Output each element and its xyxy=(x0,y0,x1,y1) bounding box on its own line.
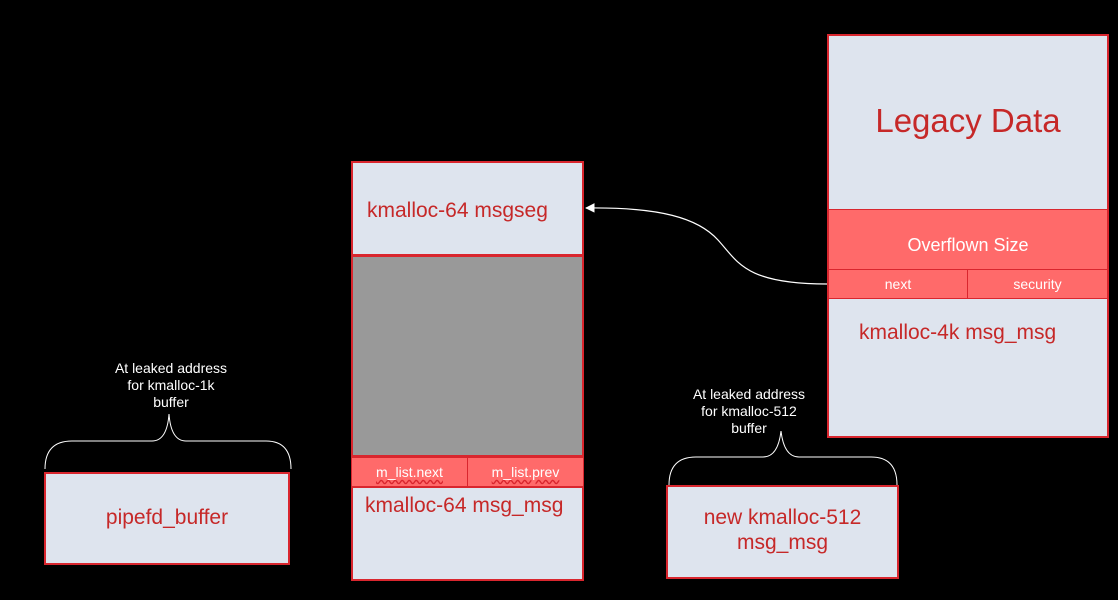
pipefd-buffer-label: pipefd_buffer xyxy=(105,506,229,529)
msg-msg-64-label: kmalloc-64 msg_msg xyxy=(365,494,564,517)
pipe-brace xyxy=(44,413,292,470)
msg-msg-4k-label: kmalloc-4k msg_msg xyxy=(859,321,1057,344)
m-list-prev-cell: m_list.prev xyxy=(467,457,584,487)
new512-brace xyxy=(668,430,898,486)
m-list-next-cell: m_list.next xyxy=(351,457,468,487)
overflown-size-label: Overflown Size xyxy=(907,235,1029,255)
m-list-prev-label: m_list.prev xyxy=(491,464,560,480)
msgseg-label: kmalloc-64 msgseg xyxy=(367,199,548,222)
msgseg-box: kmalloc-64 msgseg xyxy=(351,161,584,256)
legacy-title: Legacy Data xyxy=(875,102,1061,139)
gray-region xyxy=(351,255,584,457)
pipe-note: At leaked address for kmalloc-1k buffer xyxy=(114,360,228,410)
pipefd-buffer-box: pipefd_buffer xyxy=(44,472,290,565)
new512-note: At leaked address for kmalloc-512 buffer xyxy=(692,386,806,436)
new-512-box: new kmalloc-512 msg_msg xyxy=(666,485,899,579)
next-to-msgseg-arrow xyxy=(585,203,828,285)
security-label: security xyxy=(1013,276,1062,292)
overflown-size-band: Overflown Size xyxy=(827,209,1109,270)
msg-msg-64-box: kmalloc-64 msg_msg xyxy=(351,486,584,581)
new-512-label: new kmalloc-512 msg_msg xyxy=(703,506,862,554)
m-list-next-label: m_list.next xyxy=(376,464,443,480)
next-label: next xyxy=(884,276,912,292)
next-cell: next xyxy=(827,269,968,299)
security-cell: security xyxy=(967,269,1109,299)
